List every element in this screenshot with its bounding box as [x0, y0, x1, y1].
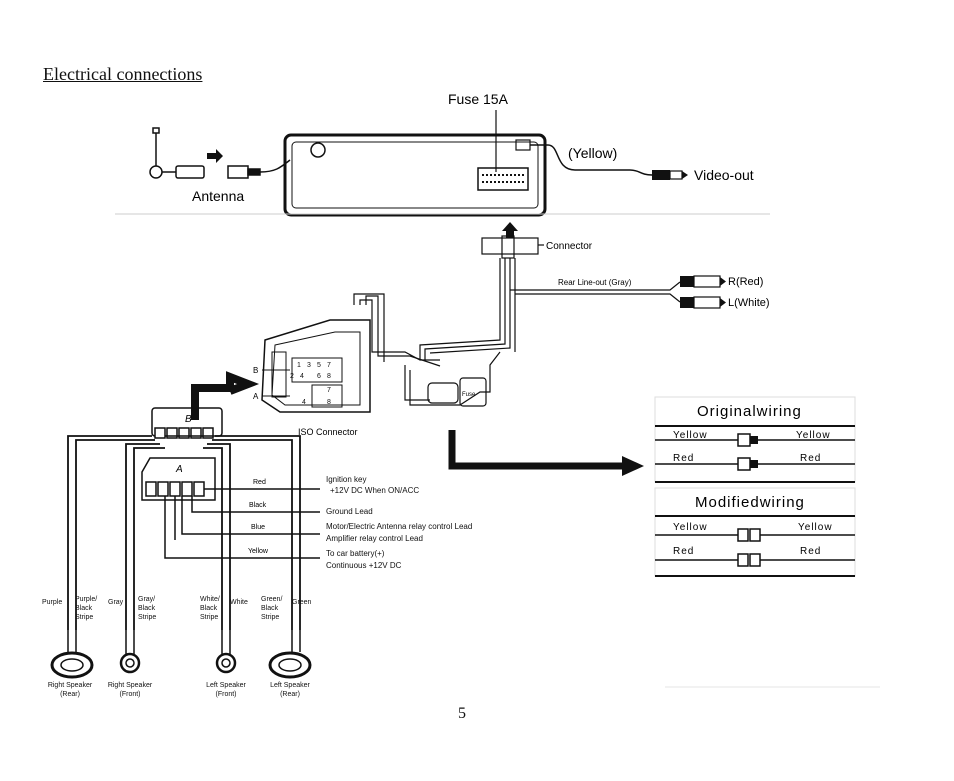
wire-white-black-label: White/ [200, 596, 220, 603]
arrow-right-icon [448, 430, 625, 470]
iso-pin: 2 [290, 373, 294, 380]
wire-gray-label: Gray [108, 599, 124, 606]
iso-pin: 1 [297, 362, 301, 369]
antenna-label: Antenna [192, 188, 244, 204]
wire-gray-black-label: Black [138, 605, 156, 612]
mod-yellow-left: Yellow [673, 522, 708, 533]
modified-wiring-panel [654, 487, 856, 577]
arrow-right-icon [207, 149, 223, 163]
r-red-label: R(Red) [728, 276, 763, 288]
harness-b-label: B [185, 414, 192, 425]
rear-lineout-label: Rear Line-out (Gray) [558, 278, 632, 287]
wire-white-black-label: Black [200, 605, 218, 612]
wire-purple-label: Purple [42, 599, 62, 606]
wire-purple-black-label: Black [75, 605, 93, 612]
wire-green-black-label: Stripe [261, 614, 279, 621]
yellow-wire-label: (Yellow) [568, 145, 617, 161]
ignition-voltage-text: +12V DC When ON/ACC [330, 486, 419, 495]
mod-red-left: Red [673, 546, 694, 557]
wire-gray-black-label: Stripe [138, 614, 156, 621]
ignition-key-text: Ignition key [326, 475, 366, 484]
lead-blue: Blue [251, 524, 265, 531]
iso-pin: 4 [300, 373, 304, 380]
speaker-icon [50, 651, 94, 679]
speaker-icon [215, 652, 237, 674]
video-out-label: Video-out [694, 167, 754, 183]
speaker-rr-label: (Rear) [60, 691, 80, 698]
wire-green-black-label: Green/ [261, 596, 282, 603]
harness-a-block [141, 457, 216, 501]
continuous-text: Continuous +12V DC [326, 561, 402, 570]
speaker-rr-label: Right Speaker [48, 682, 93, 689]
iso-pin: 8 [327, 373, 331, 380]
fuse-holder-icon [427, 377, 487, 407]
mod-yellow-right: Yellow [798, 522, 833, 533]
speaker-icon [119, 652, 141, 674]
motor-lead-text: Motor/Electric Antenna relay control Lea… [326, 522, 472, 531]
orig-yellow-right: Yellow [796, 430, 831, 441]
iso-connector-label: ISO Connector [298, 427, 358, 437]
original-wiring-title: Originalwiring [697, 403, 802, 420]
wire-white-black-label: Stripe [200, 614, 218, 621]
iso-pin: 7 [327, 387, 331, 394]
l-white-label: L(White) [728, 297, 770, 309]
speaker-lr-label: Left Speaker [270, 682, 310, 689]
speaker-rf-label: Right Speaker [108, 682, 153, 689]
harness-b-block [151, 407, 223, 439]
lead-yellow: Yellow [248, 548, 269, 555]
wire-gray-black-label: Gray/ [138, 596, 155, 603]
arrow-up-icon [502, 222, 518, 238]
rca-white-plug-icon [680, 296, 726, 309]
rca-red-plug-icon [680, 275, 726, 288]
arrowhead-icon [622, 456, 644, 476]
iso-pin: 8 [327, 399, 331, 406]
modified-wiring-title: Modifiedwiring [695, 494, 805, 511]
wire-purple-black-label: Purple/ [75, 596, 97, 603]
antenna-icon [149, 127, 291, 179]
arrow-right-icon [191, 371, 260, 420]
page-number: 5 [458, 705, 466, 722]
iso-a-label: A [253, 392, 259, 401]
head-unit [283, 133, 547, 217]
ground-lead-text: Ground Lead [326, 507, 373, 516]
fuse-label: Fuse 15A [448, 91, 509, 107]
iso-pin: 6 [317, 373, 321, 380]
iso-b-label: B [253, 366, 258, 375]
wire-green-black-label: Black [261, 605, 279, 612]
harness-a-label: A [175, 464, 183, 475]
speaker-lf-label: Left Speaker [206, 682, 246, 689]
iso-pin: 4 [302, 399, 306, 406]
orig-red-left: Red [673, 453, 694, 464]
video-out-plug-icon [652, 170, 688, 180]
speaker-rf-label: (Front) [120, 691, 141, 698]
amp-lead-text: Amplifier relay control Lead [326, 534, 423, 543]
iso-pin: 5 [317, 362, 321, 369]
orig-yellow-left: Yellow [673, 430, 708, 441]
iso-pin: 7 [327, 362, 331, 369]
speaker-icon [268, 651, 312, 679]
original-wiring-panel [654, 396, 856, 483]
lead-black: Black [249, 502, 267, 509]
battery-text: To car battery(+) [326, 549, 385, 558]
wire-purple-black-label: Stripe [75, 614, 93, 621]
fuse-box-label: Fuse [462, 392, 476, 398]
mod-red-right: Red [800, 546, 821, 557]
connector-label: Connector [546, 241, 593, 252]
orig-red-right: Red [800, 453, 821, 464]
wire-white-label: White [230, 599, 248, 606]
speaker-lr-label: (Rear) [280, 691, 300, 698]
wire-green-label: Green [292, 599, 312, 606]
speaker-lf-label: (Front) [216, 691, 237, 698]
lead-red: Red [253, 479, 266, 486]
iso-connector-icon [261, 319, 371, 413]
page-title: Electrical connections [43, 64, 203, 84]
iso-pin: 3 [307, 362, 311, 369]
connector-icon [481, 235, 544, 259]
